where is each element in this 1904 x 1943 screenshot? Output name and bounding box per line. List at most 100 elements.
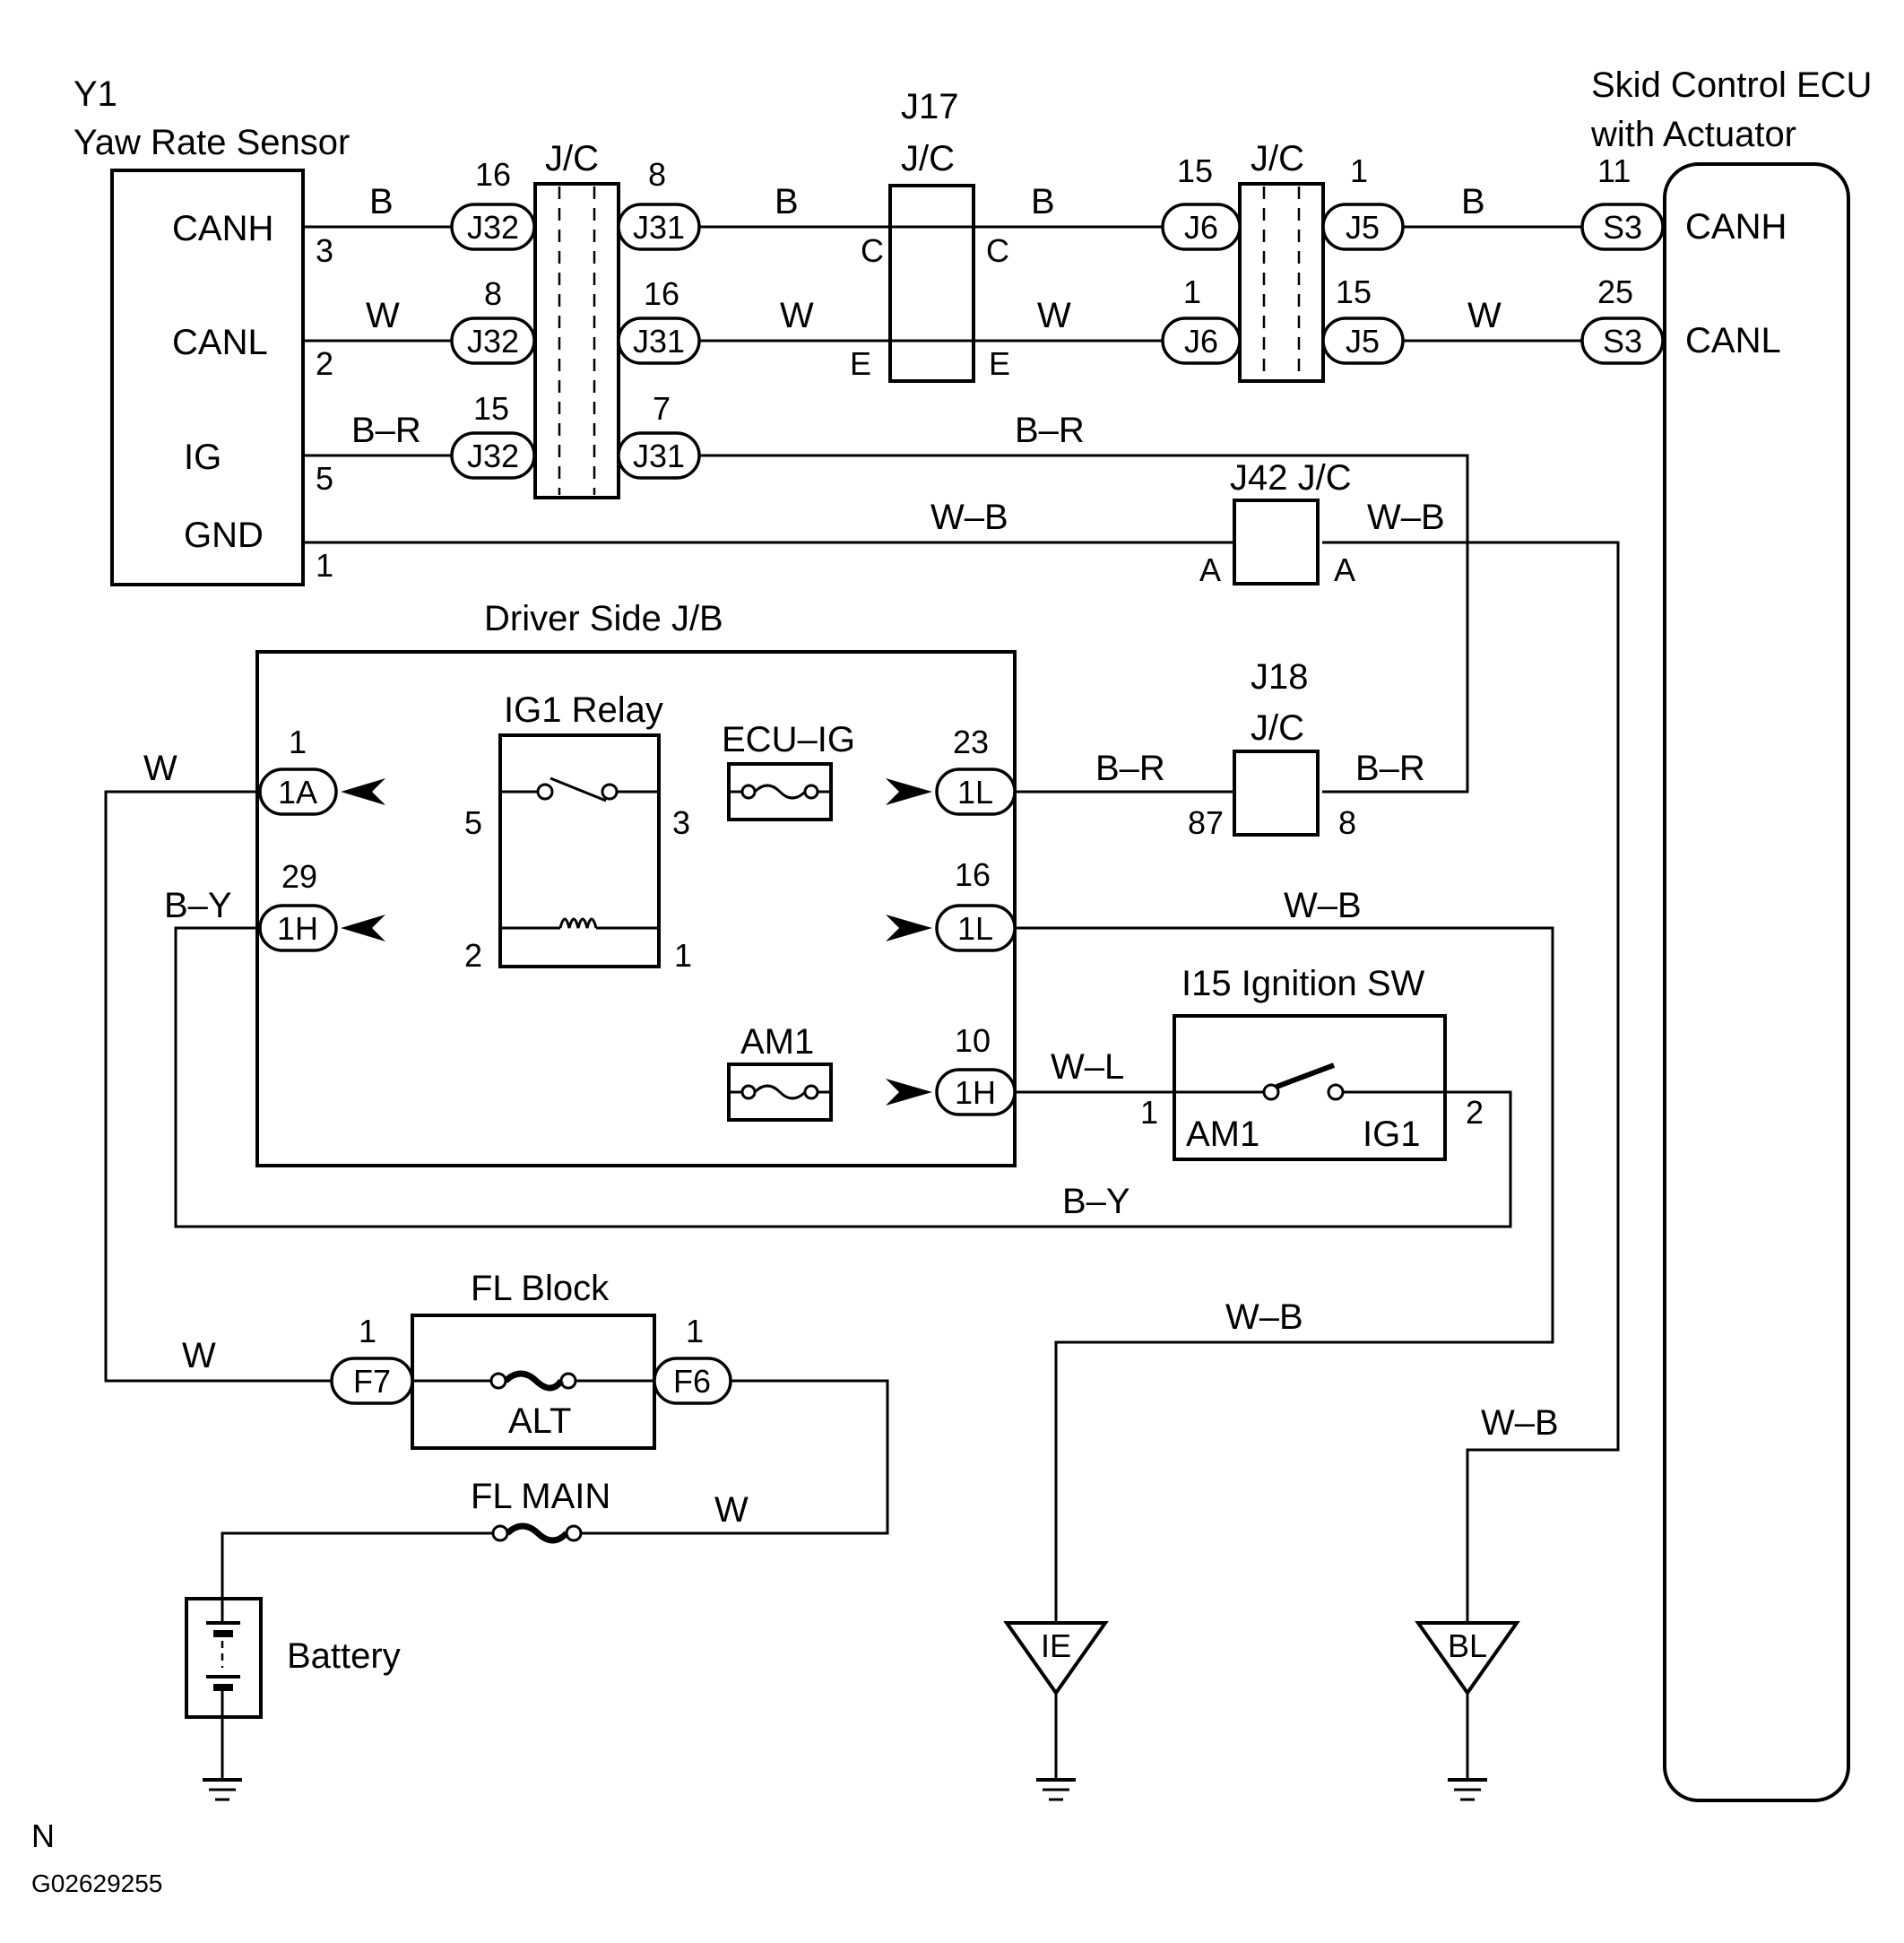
relay-coil-icon — [558, 917, 598, 929]
wire-label-by-1h: B–Y — [164, 886, 232, 925]
wire-label-wb-bl: W–B — [1481, 1403, 1559, 1443]
yaw-canh-label: CANH — [172, 209, 273, 248]
j18-box — [1233, 750, 1320, 837]
f6-label: F6 — [673, 1363, 711, 1400]
ignition-sw-label: I15 Ignition SW — [1181, 964, 1424, 1003]
c1h-pin-mid: 29 — [281, 858, 317, 895]
j32-connector-ig — [450, 431, 536, 480]
relay-switch-arm — [550, 776, 607, 802]
figure-id: G02629255 — [31, 1869, 162, 1897]
s3-connector-canh — [1580, 203, 1665, 251]
wire-label-b-3: B — [1031, 182, 1055, 221]
j18-jc-label: J/C — [1251, 708, 1304, 748]
alt-label: ALT — [508, 1401, 571, 1441]
wire-f6-main — [581, 1379, 889, 1535]
ground-symbols: IE BL — [203, 1621, 1520, 1801]
skid-ecu-box — [1663, 162, 1850, 1802]
s3-pin-canh: 11 — [1597, 152, 1631, 189]
wire-label-w-3: W — [1037, 296, 1071, 335]
jc-2-label: J/C — [1251, 139, 1304, 178]
c1l-pin-top: 23 — [953, 724, 989, 760]
ground-point-bl — [1415, 1621, 1520, 1696]
j42-jc: J42 J/C A A — [1199, 458, 1355, 588]
j6-connector-canl — [1161, 317, 1242, 365]
j18-jc: J18 J/C 87 8 — [1188, 657, 1356, 841]
wire-label-br-1: B–R — [351, 411, 421, 450]
f7-pin: 1 — [359, 1313, 376, 1349]
sw-pin-1: 1 — [1140, 1094, 1158, 1131]
j6-pin-canl: 1 — [1183, 273, 1201, 310]
jc-2-box — [1238, 182, 1325, 383]
f6-pin: 1 — [686, 1313, 704, 1349]
wire-label-br-j18: B–R — [1355, 749, 1425, 788]
yaw-pin-gnd: 1 — [316, 547, 333, 584]
j6-pin-canh: 15 — [1177, 152, 1213, 189]
driver-jb-label: Driver Side J/B — [484, 599, 723, 638]
j31-label-canh: J31 — [633, 209, 685, 246]
wire-ig-br — [699, 454, 1469, 794]
yaw-pin-ig: 5 — [316, 460, 333, 497]
c1h-connector-bot — [935, 1068, 1017, 1116]
j17-pin-c-out: C — [986, 232, 1009, 269]
battery: Battery — [185, 1597, 401, 1719]
relay-pin-5: 5 — [464, 804, 482, 841]
s3-label-canh: S3 — [1603, 209, 1642, 246]
ignition-sw-box — [1173, 1014, 1447, 1161]
j42-pin-a-in: A — [1199, 551, 1221, 588]
yaw-sensor-box — [110, 169, 305, 586]
arrow-1h-bot — [886, 1079, 932, 1106]
wire-label-wl: W–L — [1051, 1047, 1124, 1087]
j18-id: J18 — [1251, 657, 1309, 697]
ignition-switch: I15 Ignition SW AM1 IG1 1 2 — [1140, 964, 1484, 1161]
wire-label-by-bottom: B–Y — [1062, 1182, 1130, 1221]
j5-label-canh: J5 — [1346, 209, 1380, 246]
ground-ie-label: IE — [1041, 1627, 1071, 1664]
j42-box — [1233, 499, 1320, 586]
am1-fuse-label: AM1 — [740, 1022, 814, 1062]
wire-label-w-2: W — [780, 296, 814, 335]
ground-point-ie — [1003, 1621, 1109, 1696]
wire-1l-wb — [1015, 926, 1554, 1623]
j17-jc-label: J/C — [901, 139, 955, 178]
wire-label-br-2: B–R — [1015, 411, 1085, 450]
yaw-gnd-label: GND — [184, 516, 264, 555]
j17-id: J17 — [901, 87, 959, 126]
c1h-label-bot: 1H — [955, 1074, 996, 1111]
j5-pin-canh: 1 — [1350, 152, 1368, 189]
ground-icon-battery — [203, 1778, 242, 1801]
j42-pin-a-out: A — [1334, 551, 1355, 588]
sw-am1-label: AM1 — [1186, 1115, 1259, 1154]
fl-block-label: FL Block — [471, 1269, 610, 1308]
wire-label-br-1l: B–R — [1095, 749, 1165, 788]
jc-1-label: J/C — [545, 139, 599, 178]
yaw-name: Yaw Rate Sensor — [74, 123, 350, 162]
j32-label-canh: J32 — [467, 209, 519, 246]
c1h-label-mid: 1H — [277, 910, 318, 947]
arrow-1h-left — [341, 915, 385, 941]
ignition-switch-arm — [1275, 1063, 1336, 1089]
yaw-rate-sensor: Y1 Yaw Rate Sensor CANH CANL IG GND 3 2 … — [74, 74, 350, 586]
f7-label: F7 — [353, 1363, 391, 1400]
c1h-connector-mid — [258, 904, 338, 952]
skid-name-2: with Actuator — [1590, 115, 1796, 154]
fl-main-fusible-link-icon — [505, 1522, 569, 1544]
c1a-connector — [258, 768, 338, 816]
c1l-pin-mid: 16 — [955, 856, 991, 893]
j18-pin-87: 87 — [1188, 804, 1224, 841]
relay-pin-3: 3 — [672, 804, 690, 841]
wire-label-w-flmain: W — [714, 1490, 749, 1530]
ig1-relay-label: IG1 Relay — [504, 690, 663, 730]
j5-connector-canh — [1321, 203, 1405, 251]
j6-connector-canh — [1161, 203, 1242, 251]
relay-pin-1: 1 — [674, 937, 692, 974]
wire-label-b-4: B — [1461, 182, 1485, 221]
j32-pin-canh: 16 — [475, 156, 511, 193]
am1-fuse-icon — [753, 1084, 807, 1100]
skid-canh-label: CANH — [1685, 207, 1787, 247]
fl-block: FL Block F7 1 F6 1 ALT — [330, 1269, 732, 1450]
c1l-label-top: 1L — [957, 774, 993, 811]
j5-label-canl: J5 — [1346, 323, 1380, 360]
fl-main: FL MAIN W W — [182, 1336, 749, 1544]
wire-label-wb-1l: W–B — [1284, 886, 1362, 925]
